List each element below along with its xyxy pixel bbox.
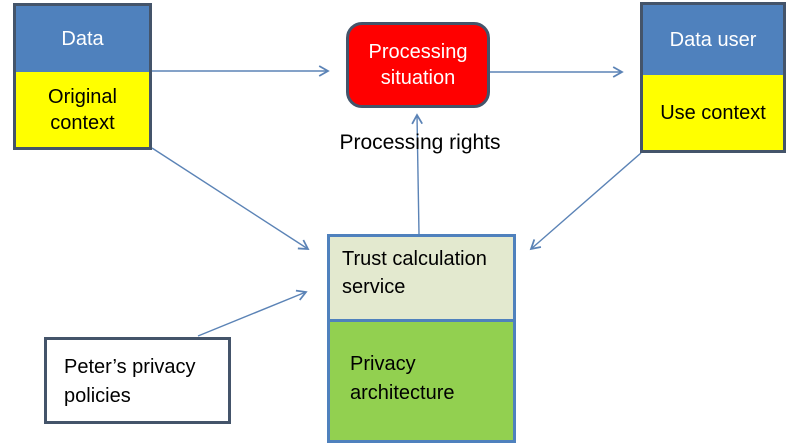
- use-context-label: Use context: [643, 75, 783, 150]
- privacy-architecture-label: Privacy architecture: [330, 322, 513, 440]
- data-user-node: Data user Use context: [640, 2, 786, 153]
- trust-service-node: Trust calculation service Privacy archit…: [327, 234, 516, 443]
- original-context-label: Original context: [16, 72, 149, 147]
- privacy-policies-node: Peter’s privacy policies: [44, 337, 231, 424]
- processing-rights-label: Processing rights: [339, 131, 501, 154]
- data-node: Data Original context: [13, 3, 152, 150]
- arrow-datauser-to-trust: [529, 152, 642, 251]
- processing-situation-node: Processing situation: [346, 22, 490, 108]
- trust-calculation-service-label: Trust calculation service: [330, 237, 513, 322]
- data-user-node-header: Data user: [643, 5, 783, 75]
- arrow-context-to-trust: [151, 147, 310, 250]
- arrow-trust-to-processing: [411, 113, 423, 235]
- data-node-header: Data: [16, 6, 149, 72]
- arrow-policies-to-trust: [197, 289, 308, 337]
